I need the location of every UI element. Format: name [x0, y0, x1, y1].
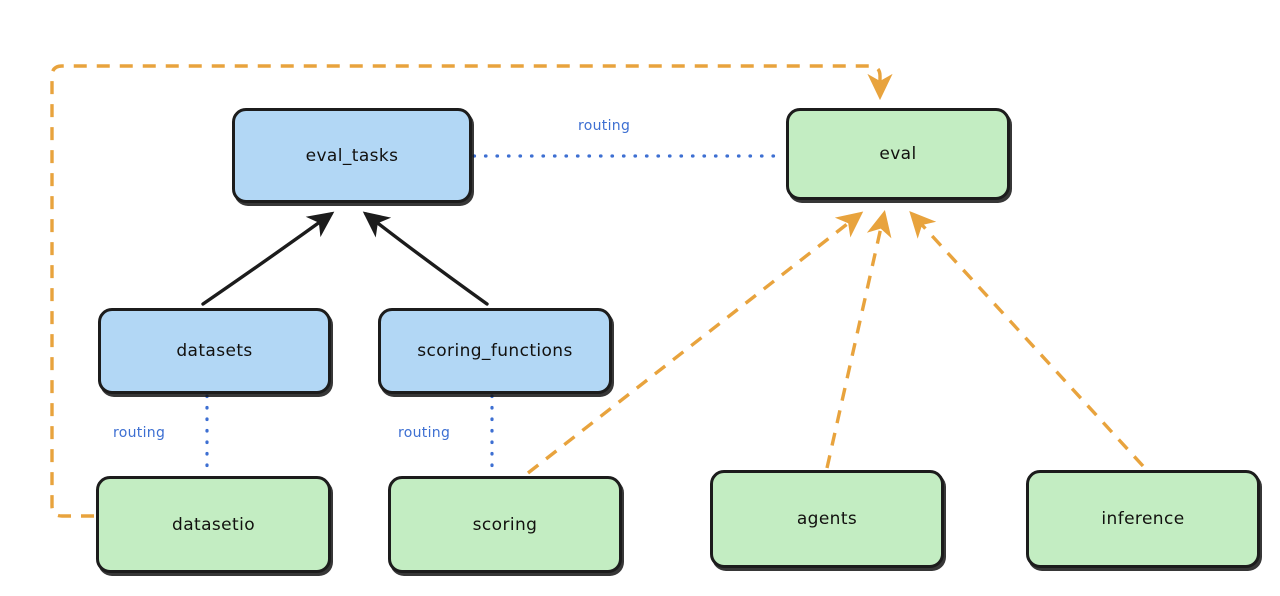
edge-label-routing-datasets-datasetio: routing — [113, 425, 166, 441]
node-label-datasetio: datasetio — [172, 514, 255, 535]
node-datasets[interactable]: datasets — [98, 308, 331, 394]
node-scoring[interactable]: scoring — [388, 476, 622, 573]
edge-label-routing-eval-tasks-eval: routing — [578, 118, 631, 134]
node-inference[interactable]: inference — [1026, 470, 1260, 568]
node-label-eval-tasks: eval_tasks — [305, 145, 399, 166]
node-scoring-functions[interactable]: scoring_functions — [378, 308, 612, 394]
edge-inference-to-eval — [909, 210, 1145, 468]
edge-scoring-functions-to-eval-tasks — [362, 211, 489, 306]
edge-datasetio-to-eval — [50, 64, 893, 518]
node-label-inference: inference — [1101, 509, 1185, 529]
node-eval[interactable]: eval — [786, 108, 1010, 200]
node-datasetio[interactable]: datasetio — [96, 476, 331, 573]
node-label-datasets: datasets — [176, 341, 253, 361]
node-label-eval: eval — [879, 144, 917, 164]
node-label-agents: agents — [796, 509, 858, 529]
edge-label-routing-scoring-functions-scoring: routing — [398, 425, 451, 441]
node-agents[interactable]: agents — [710, 470, 944, 568]
node-label-scoring: scoring — [472, 514, 538, 535]
edge-scoring-to-eval — [526, 211, 864, 475]
node-eval-tasks[interactable]: eval_tasks — [232, 108, 472, 203]
node-label-scoring-functions: scoring_functions — [417, 341, 573, 361]
edge-datasets-to-eval-tasks — [201, 211, 335, 306]
edge-agents-to-eval — [825, 210, 892, 469]
